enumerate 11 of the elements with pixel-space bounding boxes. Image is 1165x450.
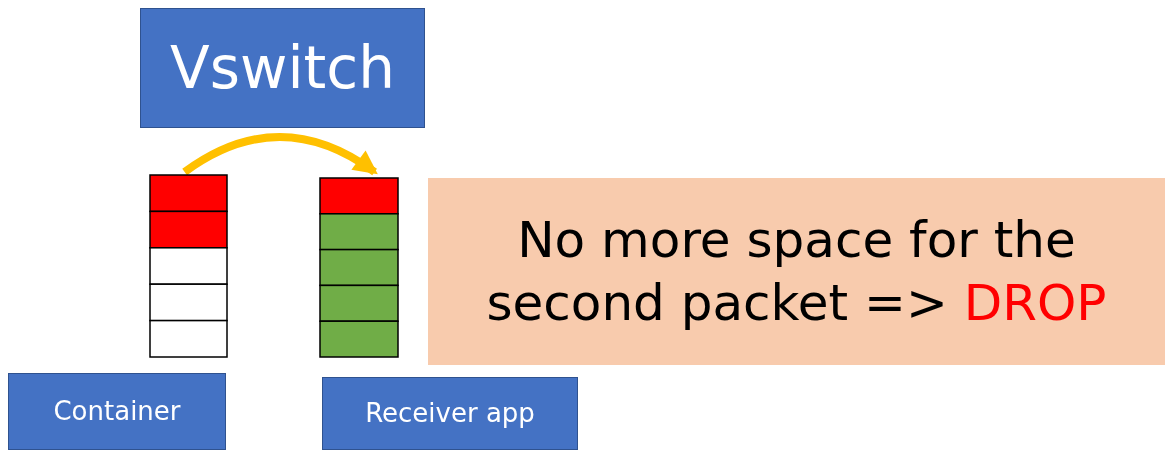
node-label: Container bbox=[53, 395, 181, 428]
note-box bbox=[428, 178, 1165, 365]
queue-drawing bbox=[319, 177, 399, 358]
note-text: No more space for the second packet => DROP bbox=[485, 210, 1108, 334]
switch-box bbox=[140, 8, 425, 128]
label-box bbox=[322, 377, 578, 450]
label-box bbox=[8, 373, 226, 450]
queue-drawing bbox=[149, 174, 228, 358]
node-label: Receiver app bbox=[365, 397, 535, 430]
node-label: Vswitch bbox=[170, 32, 395, 104]
arrow bbox=[182, 133, 378, 176]
